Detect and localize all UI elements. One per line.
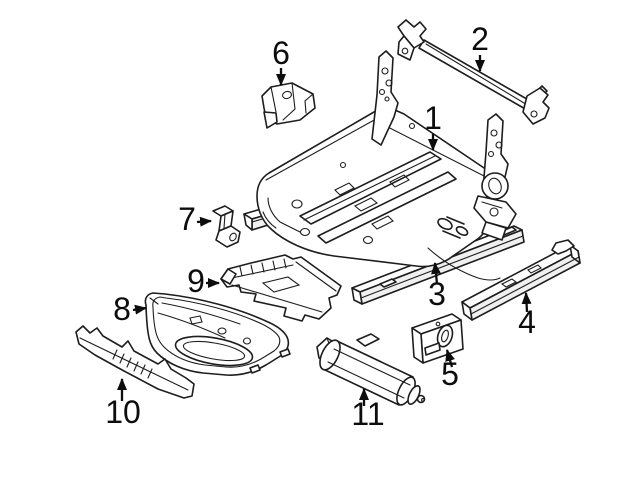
- callout-arrow-7: [196, 216, 212, 227]
- callout-label-4: 4: [518, 304, 536, 340]
- callout-label-2: 2: [471, 21, 489, 57]
- part-9-cushion-support: [220, 254, 342, 322]
- callout-label-1: 1: [424, 100, 442, 136]
- callout-arrow-4: [521, 292, 532, 313]
- callout-label-11: 11: [351, 396, 384, 432]
- part-8-seat-pan: [144, 292, 291, 376]
- callout-layer: 1 2 3 4 5 6 7 8 9 10 11: [105, 21, 536, 432]
- part-7-clip-bracket: [212, 205, 241, 248]
- callout-label-3: 3: [428, 276, 446, 312]
- part-5-switch: [411, 313, 464, 364]
- callout-label-7: 7: [178, 201, 196, 237]
- recliner-disc: [481, 172, 509, 200]
- under-frame-mechanism: [427, 195, 517, 281]
- callout-label-10: 10: [105, 394, 141, 430]
- seat-back-tower-left: [371, 50, 399, 146]
- callout-label-9: 9: [187, 263, 205, 299]
- callout-arrow-8: [132, 304, 147, 315]
- callout-label-5: 5: [441, 356, 459, 392]
- part-2-cross-member: [397, 19, 550, 125]
- callout-label-6: 6: [272, 35, 290, 71]
- part-10-trim-strip: [75, 325, 195, 399]
- part-11-motor: [316, 333, 426, 406]
- callout-arrow-5: [445, 349, 455, 368]
- callout-arrow-3: [431, 262, 442, 285]
- part-6-bracket-cover: [261, 82, 316, 129]
- callout-label-8: 8: [113, 291, 131, 327]
- part-4-rail-cover: [461, 239, 581, 321]
